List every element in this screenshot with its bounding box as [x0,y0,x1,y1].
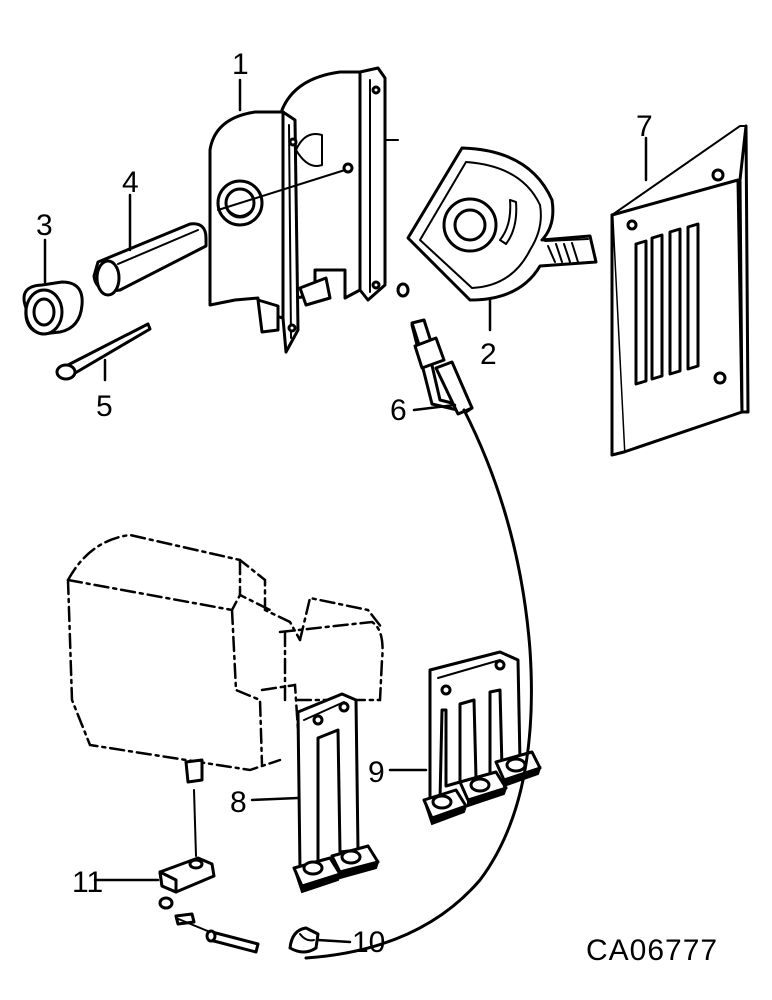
callout-7: 7 [636,110,653,143]
part-1-support-bracket [208,66,399,354]
callout-labels: 1 2 3 4 5 6 7 8 9 10 11 [36,48,653,959]
part-10-clip [288,926,320,954]
callout-11: 11 [72,866,103,899]
figure-code: CA06777 [586,934,718,967]
part-3-bushing [22,280,84,336]
part-9-triple-bracket [422,650,542,826]
callout-4: 4 [122,166,139,199]
callout-10: 10 [352,926,385,959]
part-6-cable-fitting [396,282,474,416]
callout-2: 2 [480,338,497,371]
callout-3: 3 [36,209,53,242]
callout-1: 1 [232,48,249,81]
part-7-cover-plate [610,124,750,457]
housing-reference-outline [66,533,384,784]
callout-5: 5 [96,390,113,423]
part-4-shaft [92,222,208,297]
control-cable [304,408,533,960]
callout-9: 9 [368,756,385,789]
part-11-lever [158,856,260,954]
callout-6: 6 [390,394,407,427]
callout-8: 8 [230,786,247,819]
leader-lines [43,78,648,944]
part-2-selector-plate [406,146,598,302]
pivot-line [193,789,197,857]
part-5-pin [55,322,152,381]
linkage-line [175,917,211,933]
part-8-small-bracket [292,692,380,894]
